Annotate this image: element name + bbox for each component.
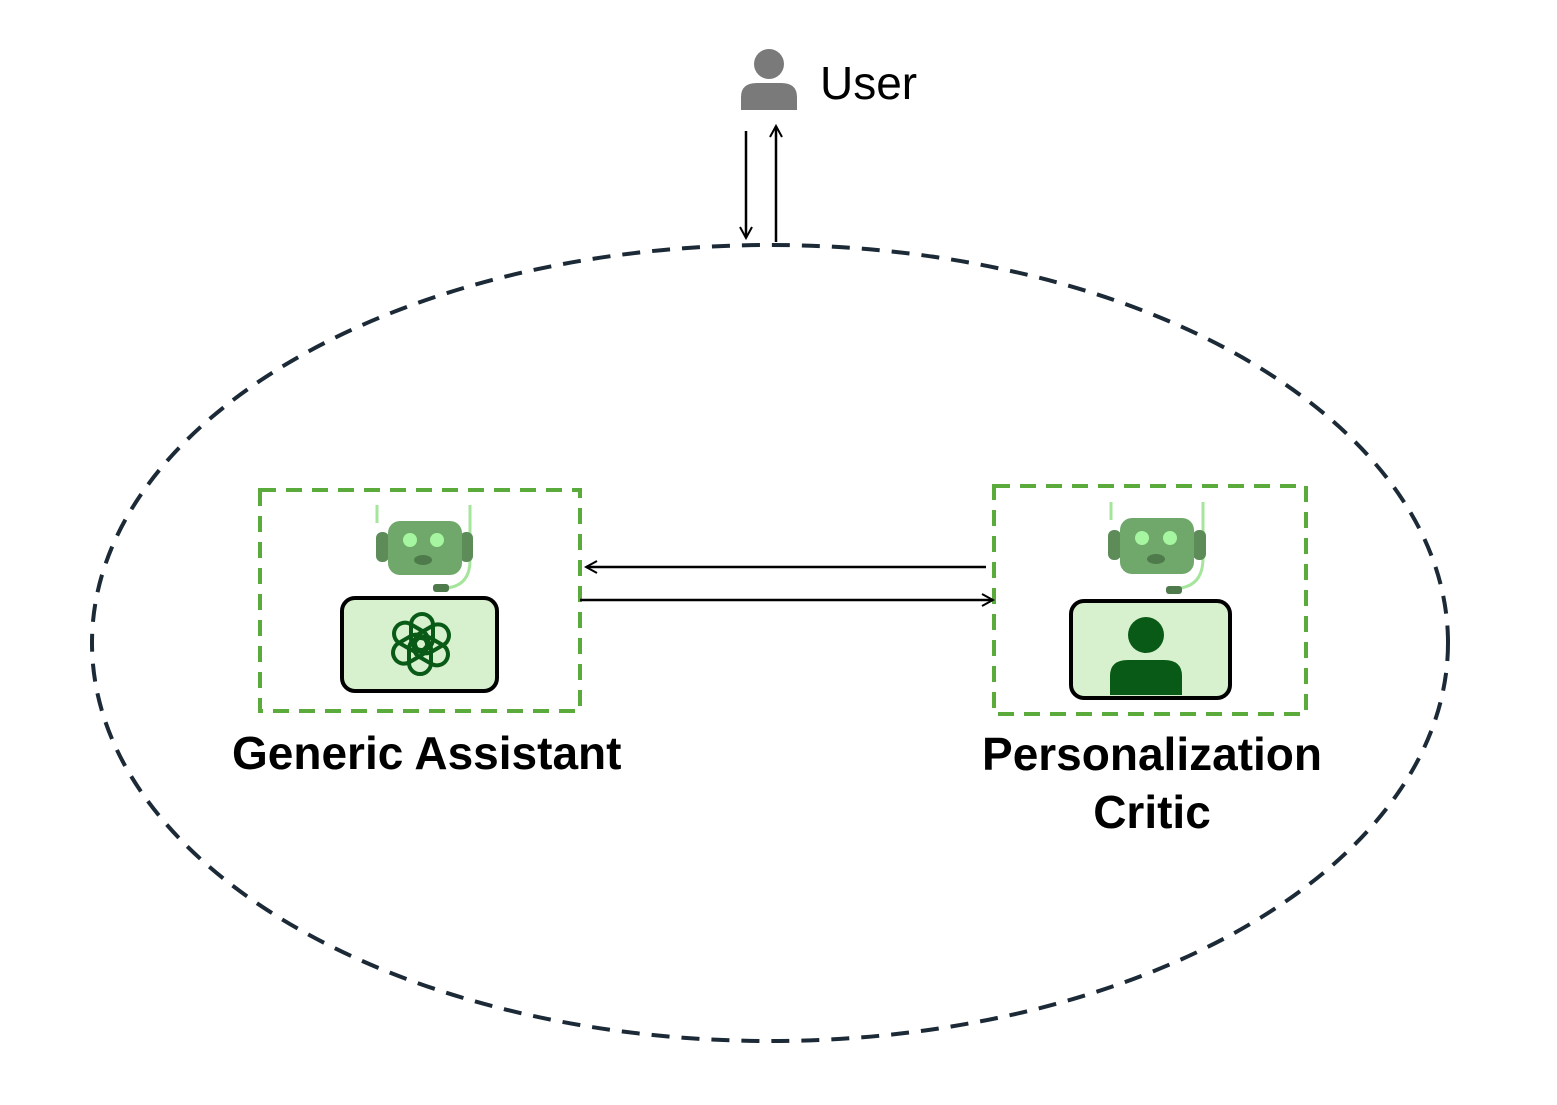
user-label: User xyxy=(820,57,918,109)
critic-label-line-2: Critic xyxy=(1093,786,1211,838)
user-icon xyxy=(741,49,797,110)
person-icon xyxy=(1110,617,1182,695)
critic-label-line-1: Personalization xyxy=(982,728,1322,780)
robot-icon xyxy=(375,505,473,592)
generic-assistant-node xyxy=(258,488,582,713)
robot-icon xyxy=(1108,502,1206,594)
system-boundary-ellipse xyxy=(90,243,1450,1043)
generic-assistant-label: Generic Assistant xyxy=(232,727,622,779)
personalization-critic-node xyxy=(992,484,1308,716)
generic-assistant-screen xyxy=(340,596,499,693)
personalization-critic-label: Personalization Critic xyxy=(952,725,1352,841)
openai-logo-icon xyxy=(391,612,451,676)
